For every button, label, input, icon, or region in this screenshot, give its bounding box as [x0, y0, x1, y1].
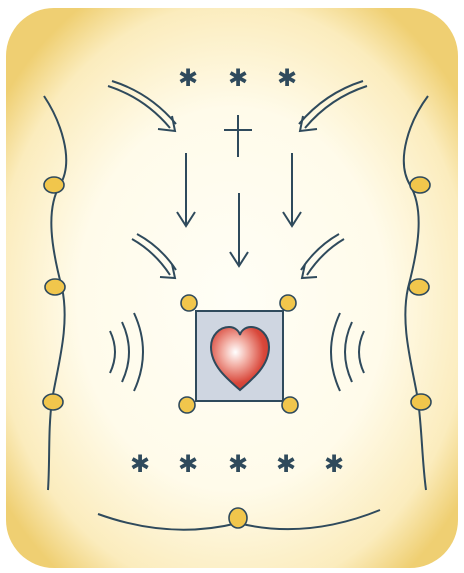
- asterisk-icon: ✱: [178, 450, 198, 478]
- top-star-row: ✱ ✱ ✱: [178, 64, 297, 92]
- bead-icon: [229, 508, 247, 528]
- asterisk-icon: ✱: [178, 64, 198, 92]
- bead-icon: [410, 177, 430, 193]
- asterisk-icon: ✱: [276, 450, 296, 478]
- asterisk-icon: ✱: [277, 64, 297, 92]
- corner-bead-icon: [179, 397, 195, 413]
- heart-frame: [179, 295, 298, 413]
- bead-icon: [44, 177, 64, 193]
- asterisk-icon: ✱: [324, 450, 344, 478]
- asterisk-icon: ✱: [130, 450, 150, 478]
- background-panel: [6, 8, 458, 568]
- corner-bead-icon: [280, 295, 296, 311]
- bead-icon: [45, 279, 65, 295]
- asterisk-icon: ✱: [228, 450, 248, 478]
- bead-icon: [411, 394, 431, 410]
- asterisk-icon: ✱: [228, 64, 248, 92]
- bead-icon: [409, 279, 429, 295]
- bead-icon: [43, 394, 63, 410]
- corner-bead-icon: [181, 295, 197, 311]
- corner-bead-icon: [282, 397, 298, 413]
